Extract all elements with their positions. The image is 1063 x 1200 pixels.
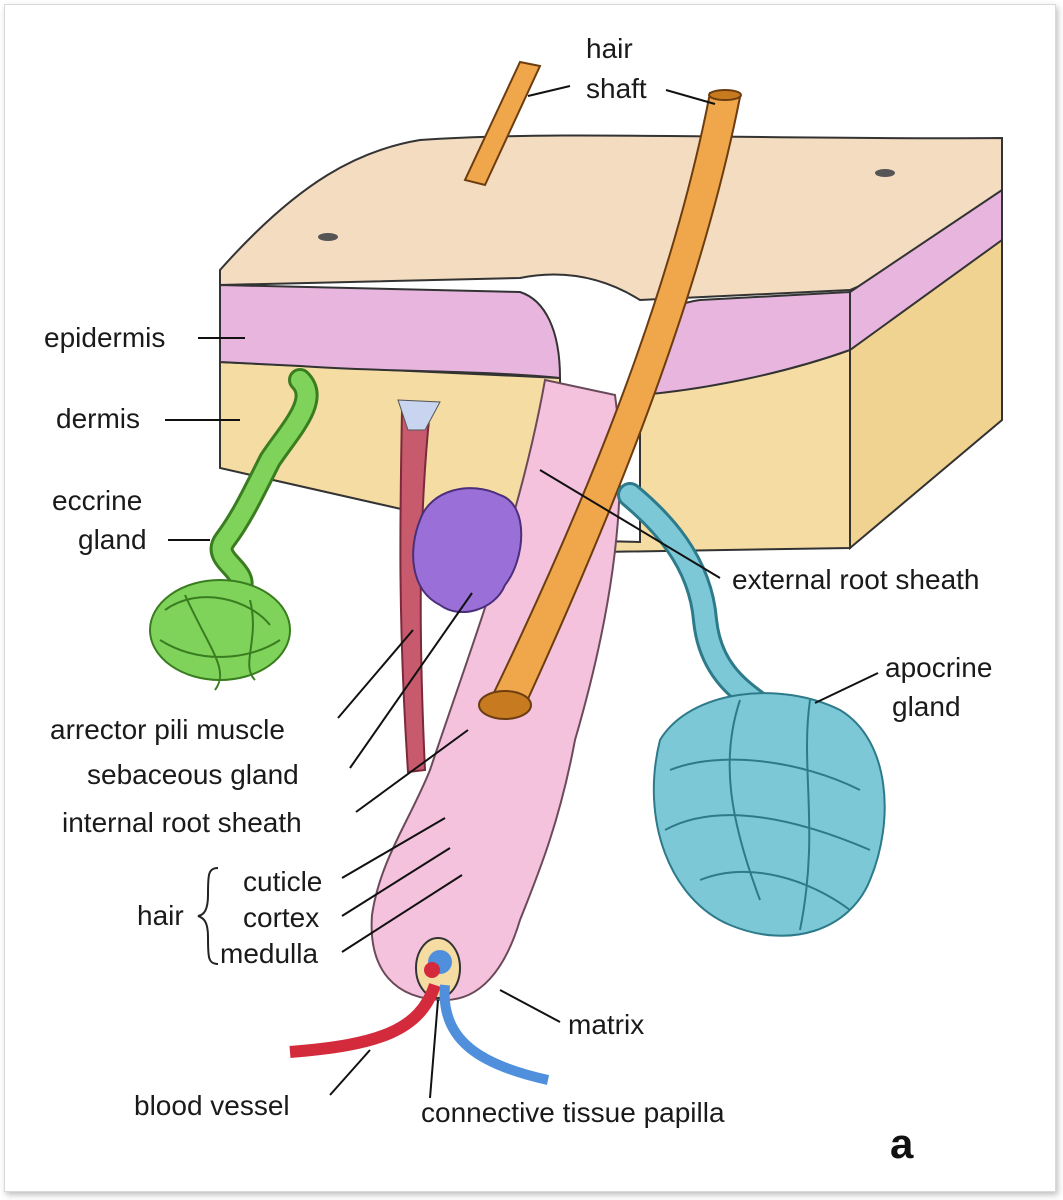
apocrine-gland-coil (652, 692, 886, 937)
label-dermis: dermis (56, 403, 140, 434)
label-connective-tissue-papilla: connective tissue papilla (421, 1097, 725, 1128)
pore (875, 169, 895, 177)
hair-brace (197, 867, 219, 965)
hair-cut-end-top (708, 89, 742, 101)
eccrine-duct-fill (212, 371, 316, 599)
label-eccrine-line2: gland (78, 524, 147, 555)
label-apocrine-line1: apocrine (885, 652, 992, 683)
label-cortex: cortex (243, 902, 319, 933)
label-external-root-sheath: external root sheath (732, 564, 980, 595)
leader-sebaceous (349, 592, 473, 769)
leader-matrix (499, 989, 561, 1023)
epidermis-layer-side (849, 188, 1003, 352)
blood-vessel-artery (289, 982, 441, 1058)
hair-cut-end (478, 690, 532, 720)
blood-vessel-vein (439, 984, 550, 1085)
leader-papilla (429, 999, 439, 1099)
leader-blood-vessel (329, 1049, 371, 1096)
arrector-pili-muscle (399, 404, 430, 774)
leader-cuticle (341, 817, 446, 879)
leader-external-root-sheath (539, 469, 721, 579)
label-hair-shaft-line2: shaft (586, 73, 647, 104)
muscle-attachment (397, 399, 441, 431)
label-cuticle: cuticle (243, 866, 322, 897)
label-matrix: matrix (568, 1009, 644, 1040)
label-internal-root-sheath: internal root sheath (62, 807, 302, 838)
leader-medulla (341, 874, 463, 953)
label-medulla: medulla (220, 938, 318, 969)
label-epidermis: epidermis (44, 322, 165, 353)
leader-internal-root-sheath (355, 729, 469, 813)
epidermis-layer (219, 283, 562, 380)
pore (318, 233, 338, 241)
label-arrector-pili-muscle: arrector pili muscle (50, 714, 285, 745)
eccrine-gland-coil (149, 579, 291, 691)
leader-arrector-pili (337, 629, 414, 719)
figure-letter: a (890, 1120, 914, 1167)
label-eccrine-line1: eccrine (52, 485, 142, 516)
label-hair-shaft-line1: hair (586, 33, 633, 64)
leader-apocrine (814, 672, 879, 704)
papilla-vessel (424, 962, 440, 978)
leader-hair-shaft-left (527, 85, 571, 97)
sebaceous-gland (412, 487, 523, 614)
hair-shaft-left (463, 60, 542, 187)
skin-surface (219, 134, 1003, 302)
leader-hair-shaft-right (665, 89, 716, 105)
label-apocrine-line2: gland (892, 691, 961, 722)
apocrine-duct-fill (620, 485, 770, 715)
label-hair: hair (137, 900, 184, 931)
label-blood-vessel: blood vessel (134, 1090, 290, 1121)
label-sebaceous-gland: sebaceous gland (87, 759, 299, 790)
leader-cortex (341, 847, 451, 917)
